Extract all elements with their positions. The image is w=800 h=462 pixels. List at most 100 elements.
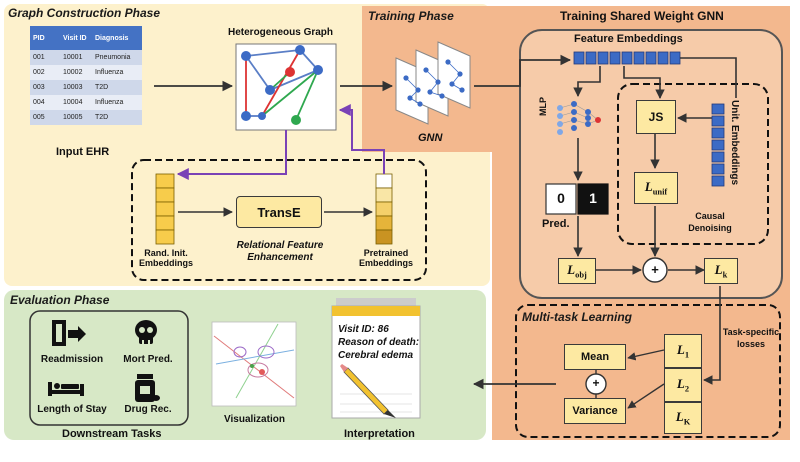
hetero-graph-nodes <box>241 45 323 125</box>
pred-value-1: 1 <box>589 190 597 206</box>
task-specific-losses-label: Task-specific losses <box>722 327 780 349</box>
purple-arrow-pretrained-to-graph <box>338 104 385 174</box>
arrow-l-to-variance <box>627 383 665 409</box>
purple-arrow-graph-to-rand <box>176 130 287 180</box>
hospital-bed-icon <box>48 382 84 396</box>
table-cell: 005 <box>30 110 60 125</box>
l-k-box: Lk <box>704 258 738 284</box>
training-gnn-title: Training Shared Weight GNN <box>560 9 724 23</box>
input-ehr-caption: Input EHR <box>56 146 110 158</box>
pred-box-0 <box>545 183 577 215</box>
pred-label: Pred. <box>542 218 570 230</box>
task-readmission: Readmission <box>40 354 104 365</box>
mlp-nodes <box>557 101 601 135</box>
table-cell: T2D <box>92 110 142 125</box>
plus-circle-gnn <box>642 257 668 283</box>
l-unif-subscript: unif <box>652 186 668 197</box>
plus-sign-gnn: + <box>651 262 659 277</box>
l-obj-symbol: L <box>567 262 576 278</box>
table-cell: 10002 <box>60 65 92 80</box>
l-K-box: LK <box>664 402 702 434</box>
table-cell: T2D <box>92 80 142 95</box>
mlp-network-icon <box>559 103 599 125</box>
rand-init-label: Rand. Init. Embeddings <box>138 248 193 268</box>
ehr-header-visit: Visit ID <box>60 26 92 50</box>
pred-box-1 <box>577 183 609 215</box>
l-k-subscript: k <box>722 269 728 280</box>
l-unif-symbol: L <box>644 179 653 195</box>
table-cell: 002 <box>30 65 60 80</box>
interp-line-1: Visit ID: 86 <box>338 324 389 335</box>
skull-icon <box>135 320 157 344</box>
causal-denoising-label: Causal Denoising <box>688 211 732 233</box>
table-cell: 001 <box>30 50 60 65</box>
arrow-lk-to-l2 <box>703 286 721 385</box>
table-cell: Influenza <box>92 65 142 80</box>
arrow-l-to-mean <box>627 349 665 361</box>
gnn-layers-icon <box>395 41 471 125</box>
arrow-features-to-js <box>623 66 665 99</box>
transe-box: TransE <box>236 196 322 228</box>
pretrained-embedding-column <box>375 173 393 245</box>
l-1-subscript: 1 <box>684 349 690 360</box>
pred-value-0: 0 <box>557 190 565 206</box>
gnn-label: GNN <box>418 132 443 144</box>
l-obj-box: Lobj <box>558 258 596 284</box>
table-cell: 003 <box>30 80 60 95</box>
task-drug-rec: Drug Rec. <box>124 404 172 415</box>
l-1-box: L1 <box>664 334 702 368</box>
ehr-header-diagnosis: Diagnosis <box>92 26 142 50</box>
arrow-features-to-mlp <box>573 66 601 97</box>
unit-embeddings-column <box>711 103 725 187</box>
feature-embeddings-label: Feature Embeddings <box>574 33 683 45</box>
arrow-features-to-lk <box>680 57 737 98</box>
l-2-subscript: 2 <box>684 383 690 394</box>
variance-box: Variance <box>564 398 626 424</box>
unit-embeddings-label: Unit. Embeddings <box>729 100 740 185</box>
ehr-header-pid: PID <box>30 26 60 50</box>
multitask-box <box>515 304 781 438</box>
hetero-graph-box <box>235 43 337 131</box>
task-length-of-stay: Length of Stay <box>37 404 107 415</box>
l-1-symbol: L <box>676 342 685 358</box>
feature-embeddings-row <box>573 51 681 65</box>
arrow-gnn-to-features <box>474 54 572 87</box>
l-K-symbol: L <box>675 409 684 425</box>
mlp-label: MLP <box>538 97 548 116</box>
exit-door-icon <box>52 320 86 346</box>
table-cell: 004 <box>30 95 60 110</box>
visualization-plot-marks <box>213 323 295 399</box>
pretrained-label: Pretrained Embeddings <box>358 248 413 268</box>
visualization-label: Visualization <box>224 414 285 425</box>
multitask-title: Multi-task Learning <box>522 310 633 324</box>
l-2-symbol: L <box>676 376 685 392</box>
downstream-box <box>29 310 189 426</box>
pencil-icon <box>340 364 396 418</box>
evaluation-phase-title: Evaluation Phase <box>10 293 110 307</box>
causal-denoising-box <box>617 83 769 245</box>
interpretation-label: Interpretation <box>344 428 415 440</box>
table-cell: 10001 <box>60 50 92 65</box>
table-cell: 10004 <box>60 95 92 110</box>
l-2-box: L2 <box>664 368 702 402</box>
interp-line-2: Reason of death: <box>338 337 420 348</box>
table-cell: 10005 <box>60 110 92 125</box>
medicine-bottle-icon <box>135 374 160 402</box>
downstream-tasks-label: Downstream Tasks <box>62 428 162 440</box>
task-mort-pred: Mort Pred. <box>123 354 173 365</box>
interp-line-3: Cerebral edema <box>338 350 414 361</box>
l-obj-subscript: obj <box>575 269 587 280</box>
relational-caption: Relational Feature Enhancement <box>236 240 324 263</box>
rand-init-embedding-column <box>155 173 175 245</box>
table-cell: Pneumonia <box>92 50 142 65</box>
l-unif-box: Lunif <box>634 172 678 204</box>
plus-sign-multitask: + <box>592 376 600 390</box>
